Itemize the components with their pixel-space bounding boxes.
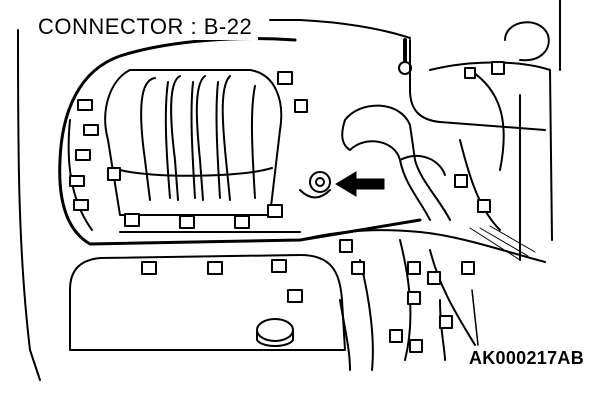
figure-code: AK000217AB [466, 347, 586, 369]
hatch-lines [469, 225, 536, 261]
air-intake-duct [341, 104, 451, 221]
upper-right-assembly [398, 21, 553, 261]
engine-outline [17, 29, 41, 381]
intake-manifold [104, 69, 283, 216]
pointer-arrow [335, 171, 385, 197]
target-connector [299, 171, 331, 199]
label-leader [471, 289, 479, 346]
connectors [69, 61, 505, 353]
hood-line [269, 19, 411, 39]
connector-title: CONNECTOR : B-22 [38, 14, 259, 40]
valve-cover [69, 254, 346, 351]
